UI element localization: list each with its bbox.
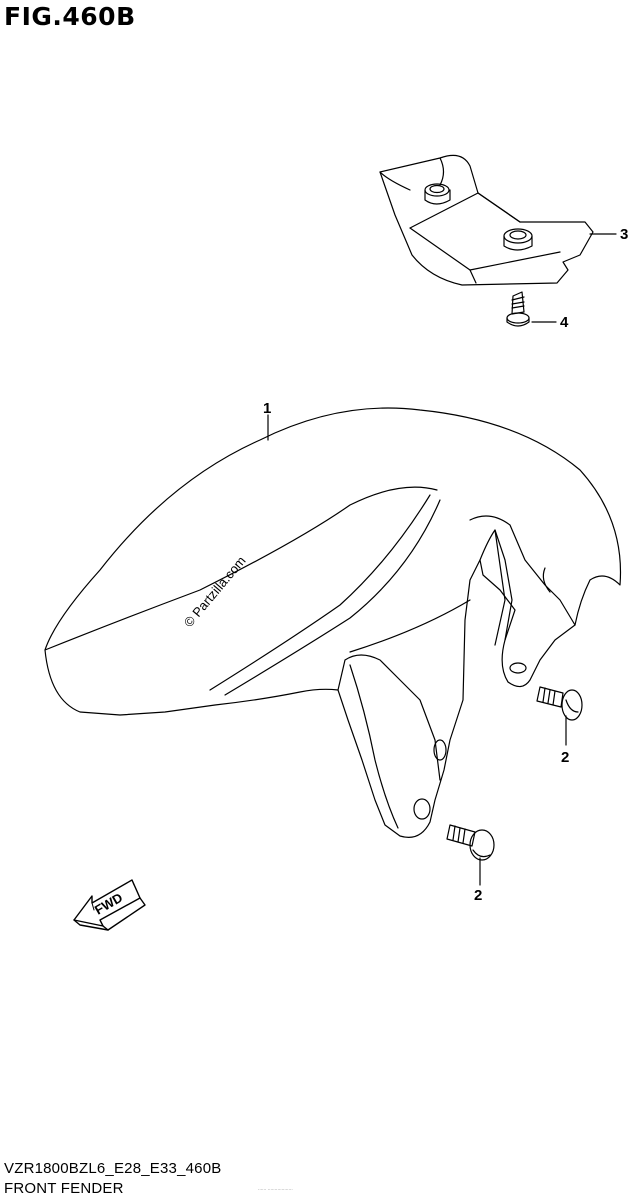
fender-screw-upper-part[interactable] <box>536 686 583 721</box>
fender-screw-lower-part[interactable] <box>446 824 495 861</box>
figure-title: FIG.460B <box>4 2 136 31</box>
fwd-arrow-icon: FWD <box>73 879 146 931</box>
callout-2-lower: 2 <box>474 887 482 904</box>
callout-1: 1 <box>263 400 271 417</box>
front-fender-part[interactable] <box>44 407 622 838</box>
callout-4: 4 <box>560 314 569 331</box>
callout-2-upper: 2 <box>561 749 569 766</box>
watermark: © Partzilla.com <box>181 553 249 630</box>
callout-3: 3 <box>620 226 628 243</box>
diagram-code: VZR1800BZL6_E28_E33_460B <box>4 1160 222 1177</box>
diagram-name: FRONT FENDER <box>4 1180 124 1197</box>
leader-lines <box>267 233 617 886</box>
footer-micro-text: ...... .................. <box>258 1186 293 1192</box>
bracket-screw-part[interactable] <box>506 291 530 327</box>
bracket-part[interactable] <box>379 154 594 286</box>
